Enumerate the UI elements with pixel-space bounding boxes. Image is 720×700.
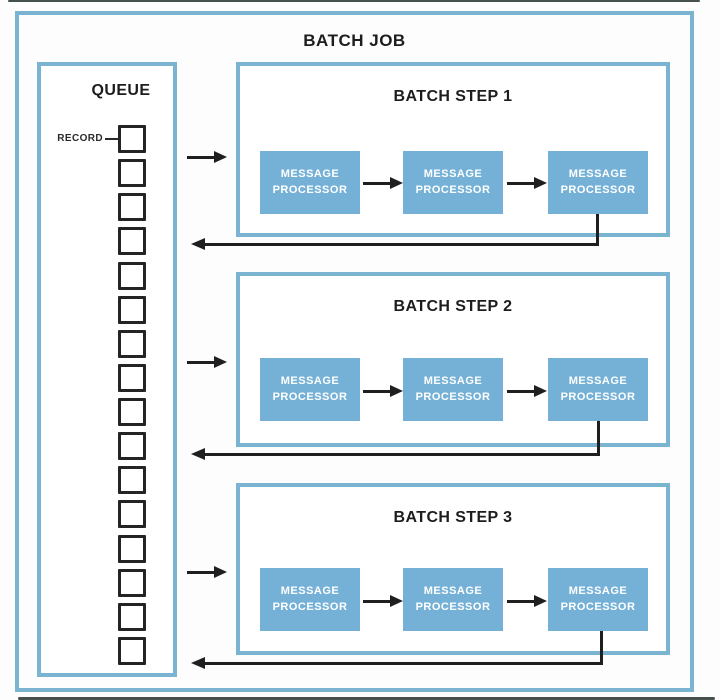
message-processor-label: MESSAGE PROCESSOR xyxy=(415,168,491,196)
message-processor: MESSAGE PROCESSOR xyxy=(548,358,648,421)
message-processor-label: MESSAGE PROCESSOR xyxy=(560,375,636,403)
batch-step-3-container: BATCH STEP 3 MESSAGE PROCESSOR MESSAGE P… xyxy=(236,483,670,655)
message-processor-label: MESSAGE PROCESSOR xyxy=(415,375,491,403)
step1-processor1-to-processor2-arrow xyxy=(363,177,403,190)
top-edge-line xyxy=(8,0,700,2)
queue-title: QUEUE xyxy=(91,82,151,99)
queue-record-slot xyxy=(118,295,146,324)
queue-record-slot xyxy=(118,534,146,563)
queue-to-step3-arrow xyxy=(187,566,227,579)
queue-record-slot xyxy=(118,602,146,631)
message-processor: MESSAGE PROCESSOR xyxy=(260,151,360,214)
queue-record-slot xyxy=(118,329,146,358)
batch-step-2-title: BATCH STEP 2 xyxy=(393,298,513,315)
step1-processor2-to-processor3-arrow xyxy=(507,177,547,190)
queue-record-slot xyxy=(118,159,146,188)
bottom-edge-line xyxy=(18,697,715,700)
message-processor-label: MESSAGE PROCESSOR xyxy=(560,168,636,196)
message-processor-label: MESSAGE PROCESSOR xyxy=(415,585,491,613)
message-processor-label: MESSAGE PROCESSOR xyxy=(272,585,348,613)
step2-processor1-to-processor2-arrow xyxy=(363,385,403,398)
message-processor: MESSAGE PROCESSOR xyxy=(260,568,360,631)
message-processor-label: MESSAGE PROCESSOR xyxy=(272,375,348,403)
step2-processor2-to-processor3-arrow xyxy=(507,385,547,398)
queue-record-slot xyxy=(118,193,146,222)
queue-record-slot xyxy=(118,636,146,665)
message-processor: MESSAGE PROCESSOR xyxy=(548,151,648,214)
message-processor-label: MESSAGE PROCESSOR xyxy=(272,168,348,196)
queue-record-slot xyxy=(118,363,146,392)
queue-record-slot xyxy=(118,261,146,290)
queue-record-slot xyxy=(118,227,146,256)
queue-to-step1-arrow xyxy=(187,151,227,164)
batch-step-3-title: BATCH STEP 3 xyxy=(393,509,513,526)
queue-record-slot xyxy=(118,466,146,495)
batch-step-1-title: BATCH STEP 1 xyxy=(393,88,513,105)
queue-record-slot xyxy=(118,500,146,529)
queue-record-slot xyxy=(118,125,146,153)
record-pointer-line xyxy=(105,138,118,140)
batch-job-title: BATCH JOB xyxy=(303,31,406,50)
message-processor: MESSAGE PROCESSOR xyxy=(403,358,503,421)
message-processor-label: MESSAGE PROCESSOR xyxy=(560,585,636,613)
batch-step-2-container: BATCH STEP 2 MESSAGE PROCESSOR MESSAGE P… xyxy=(236,272,670,447)
queue-record-slot xyxy=(118,568,146,597)
message-processor: MESSAGE PROCESSOR xyxy=(548,568,648,631)
queue-container: QUEUE RECORD xyxy=(37,62,177,677)
step3-processor1-to-processor2-arrow xyxy=(363,595,403,608)
message-processor: MESSAGE PROCESSOR xyxy=(403,568,503,631)
batch-job-container: BATCH JOB xyxy=(15,11,694,692)
message-processor: MESSAGE PROCESSOR xyxy=(260,358,360,421)
queue-record-slot xyxy=(118,432,146,461)
queue-to-step2-arrow xyxy=(187,356,227,369)
step3-processor2-to-processor3-arrow xyxy=(507,595,547,608)
queue-record-slot xyxy=(118,398,146,427)
message-processor: MESSAGE PROCESSOR xyxy=(403,151,503,214)
record-label: RECORD xyxy=(57,133,103,144)
batch-step-1-container: BATCH STEP 1 MESSAGE PROCESSOR MESSAGE P… xyxy=(236,62,670,237)
queue-slots xyxy=(41,66,173,673)
